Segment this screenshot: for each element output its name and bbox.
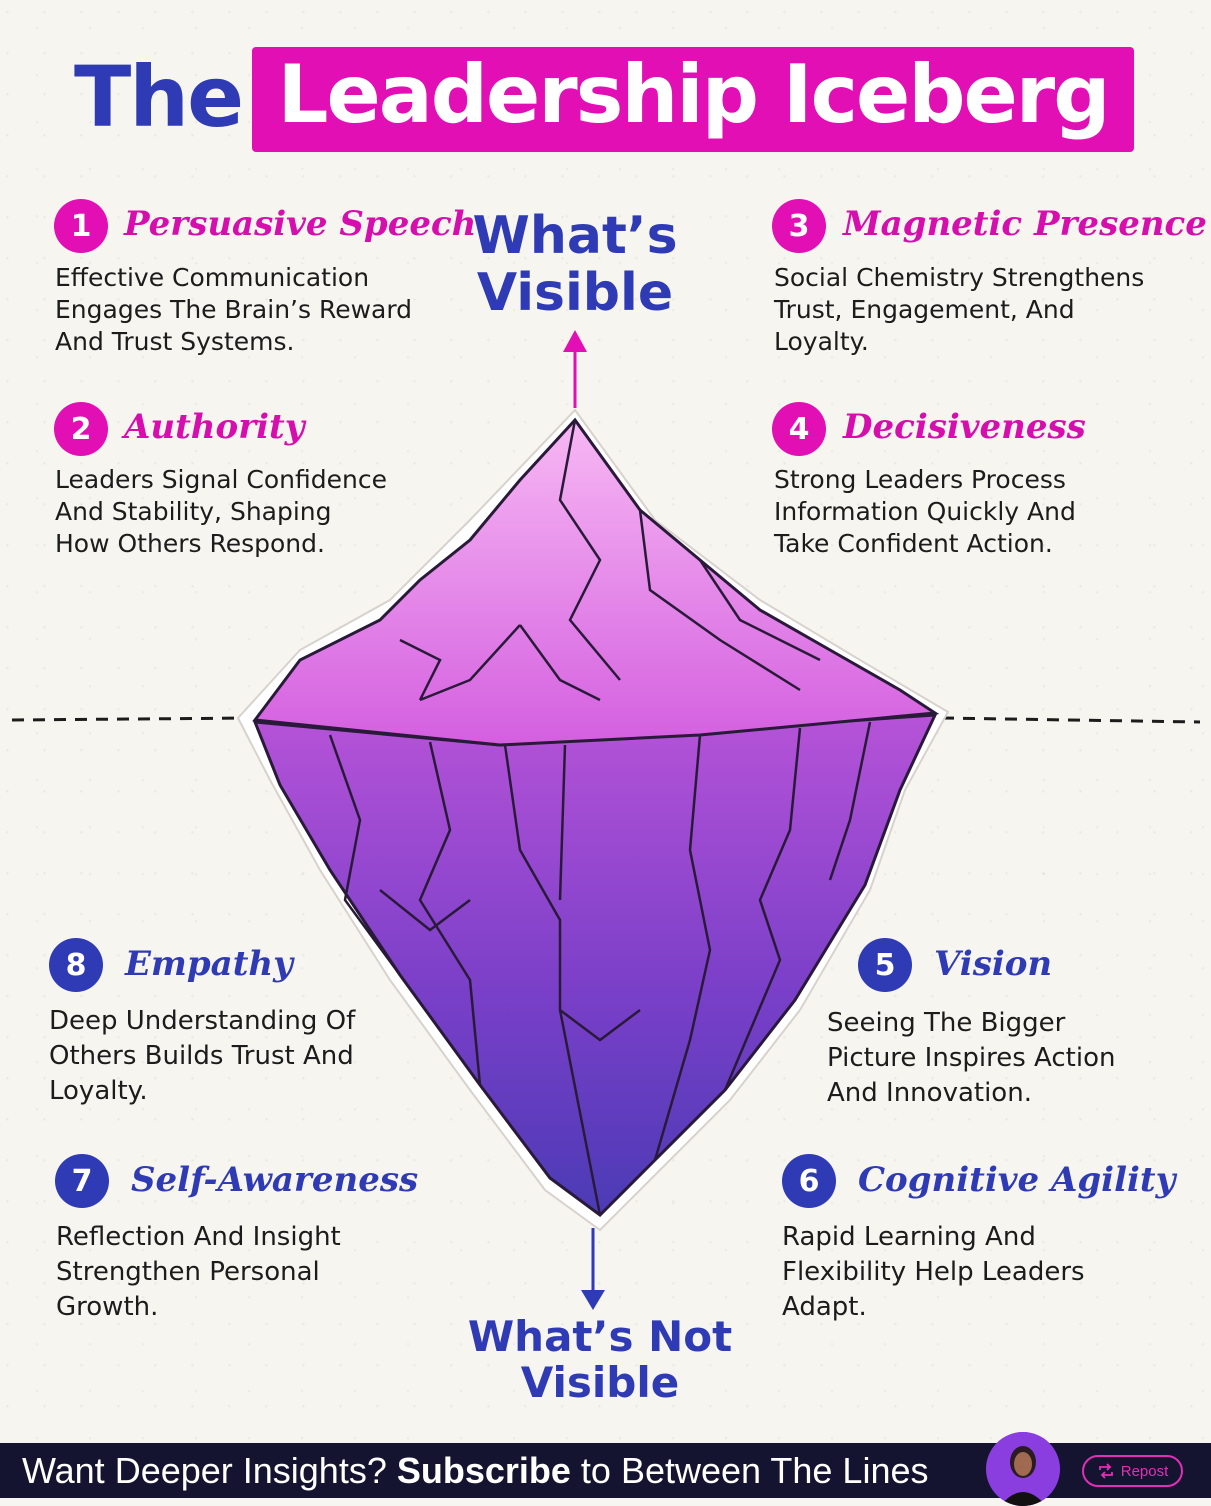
item-2-line: And Stability, Shaping [55, 497, 332, 526]
waterline-left [11, 716, 256, 722]
item-1-heading: Persuasive Speech [124, 204, 477, 244]
item-5-line: And Innovation. [827, 1078, 1032, 1108]
title-prefix: The [74, 48, 244, 146]
item-3-line: Social Chemistry Strengthens [774, 263, 1145, 292]
item-8-heading: Empathy [125, 944, 293, 984]
item-5-heading: Vision [934, 944, 1053, 984]
iceberg-peak [252, 417, 940, 747]
item-1-description: Effective Communication Engages The Brai… [55, 262, 412, 358]
item-6-line: Adapt. [782, 1292, 867, 1322]
item-1-line: Effective Communication [55, 263, 370, 292]
footer-cta[interactable]: Want Deeper Insights? Subscribe to Betwe… [22, 1451, 929, 1491]
underwater-cracks [328, 721, 872, 1216]
item-4-line: Strong Leaders Process [774, 465, 1066, 494]
avatar-silhouette [986, 1432, 1060, 1506]
item-7-line: Reflection And Insight [56, 1222, 341, 1252]
item-5-line: Picture Inspires Action [827, 1043, 1116, 1073]
item-2-description: Leaders Signal Confidence And Stability,… [55, 464, 387, 560]
item-3-line: Loyalty. [774, 327, 869, 356]
item-6-number: 6 [782, 1154, 836, 1208]
subscribe-link[interactable]: Subscribe [396, 1450, 571, 1491]
up-arrow-icon [563, 330, 587, 352]
item-2-number: 2 [54, 402, 108, 456]
item-2-heading: Authority [124, 407, 305, 447]
not-visible-label-line2: Visible [520, 1358, 680, 1408]
repost-arrows-icon [1098, 1463, 1113, 1479]
item-1-line: And Trust Systems. [55, 327, 295, 356]
item-4-line: Take Confident Action. [774, 529, 1053, 558]
peak-ridges [399, 419, 821, 702]
visible-label-line1: What’s [472, 206, 678, 266]
item-1-line: Engages The Brain’s Reward [55, 295, 413, 324]
item-8-line: Loyalty. [49, 1076, 148, 1106]
item-2-line: How Others Respond. [55, 529, 325, 558]
item-7-heading: Self-Awareness [131, 1160, 419, 1200]
item-5-description: Seeing The Bigger Picture Inspires Actio… [827, 1006, 1115, 1111]
not-visible-label-line1: What’s Not [467, 1312, 733, 1361]
footer-text-after: to Between The Lines [570, 1450, 929, 1491]
item-6-line: Flexibility Help Leaders [782, 1257, 1085, 1287]
item-7-description: Reflection And Insight Strengthen Person… [56, 1220, 341, 1325]
item-3-number: 3 [772, 199, 826, 253]
down-arrow-icon [581, 1290, 605, 1310]
item-2-line: Leaders Signal Confidence [55, 465, 387, 494]
waterline-right [941, 716, 1201, 724]
item-6-description: Rapid Learning And Flexibility Help Lead… [782, 1220, 1085, 1325]
title-highlight-box [252, 47, 1134, 152]
item-3-line: Trust, Engagement, And [774, 295, 1075, 324]
item-1-number: 1 [54, 199, 108, 253]
item-5-number: 5 [858, 938, 912, 992]
item-5-line: Seeing The Bigger [827, 1008, 1066, 1038]
item-4-description: Strong Leaders Process Information Quick… [774, 464, 1076, 560]
item-3-heading: Magnetic Presence [843, 204, 1207, 244]
repost-button[interactable]: Repost [1082, 1455, 1183, 1487]
item-4-number: 4 [772, 402, 826, 456]
item-7-line: Strengthen Personal [56, 1257, 320, 1287]
iceberg-underwater [252, 713, 938, 1217]
item-8-line: Deep Understanding Of [49, 1006, 356, 1036]
item-7-line: Growth. [56, 1292, 159, 1322]
item-4-heading: Decisiveness [843, 407, 1086, 447]
visible-label: What’s Visible [470, 206, 680, 324]
page-title: Leadership Iceberg [277, 48, 1111, 141]
not-visible-label: What’s Not Visible [460, 1312, 740, 1408]
item-3-description: Social Chemistry Strengthens Trust, Enga… [774, 262, 1144, 358]
item-8-description: Deep Understanding Of Others Builds Trus… [49, 1004, 355, 1109]
item-7-number: 7 [55, 1154, 109, 1208]
visible-label-line2: Visible [476, 263, 674, 324]
item-8-line: Others Builds Trust And [49, 1041, 354, 1071]
item-4-line: Information Quickly And [774, 497, 1076, 526]
item-6-line: Rapid Learning And [782, 1222, 1036, 1252]
iceberg-diagram [11, 330, 1201, 1310]
repost-label: Repost [1120, 1462, 1169, 1480]
item-8-number: 8 [49, 938, 103, 992]
footer-text-before: Want Deeper Insights? [22, 1450, 397, 1491]
author-avatar-icon [986, 1432, 1060, 1506]
item-6-heading: Cognitive Agility [858, 1160, 1176, 1200]
